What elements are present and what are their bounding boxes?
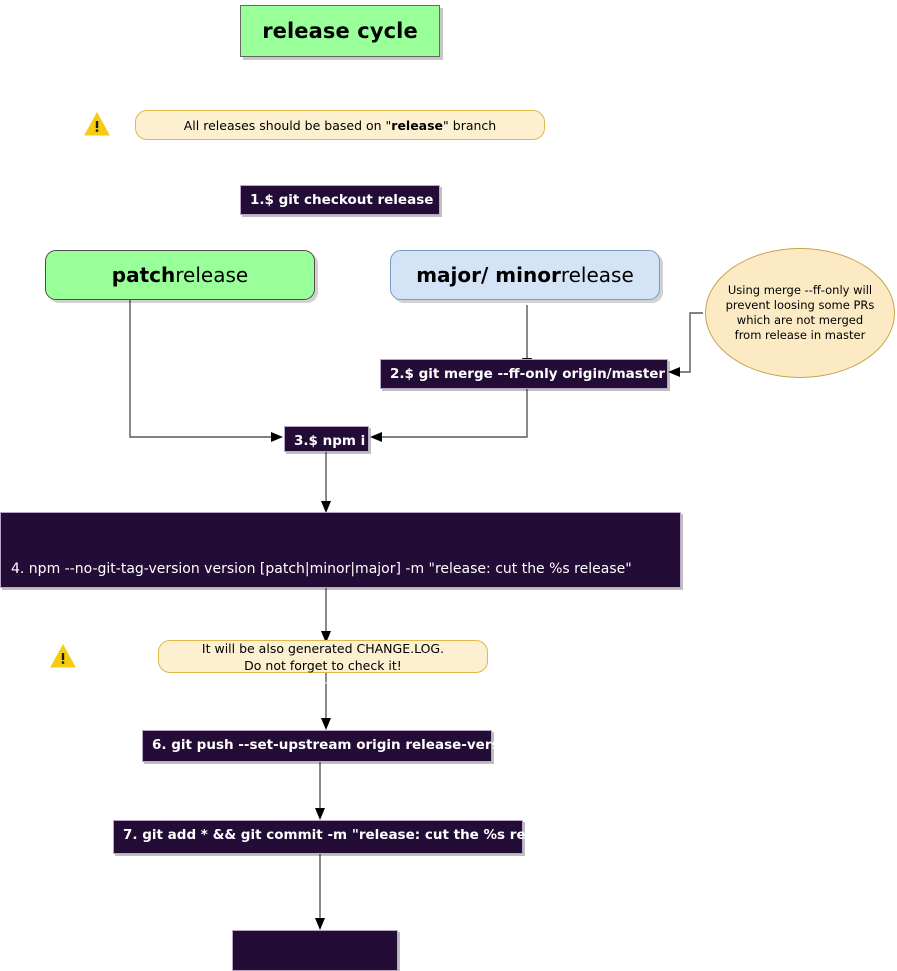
major-minor-release-branch: major/ minor release bbox=[390, 250, 660, 300]
wire-step2-to-step3 bbox=[381, 389, 528, 438]
step-2-git-merge: 2.$ git merge --ff-only origin/master bbox=[380, 359, 668, 389]
step-4-line-3: npm --no-git-tag-version version [versio… bbox=[11, 675, 699, 691]
step-3-npm-install: 3.$ npm i bbox=[284, 426, 369, 452]
step-4-npm-version: 4. npm --no-git-tag-version version [pat… bbox=[0, 512, 698, 691]
patch-release-bold: patch bbox=[111, 263, 176, 287]
arrow-step6-to-step7a bbox=[315, 808, 325, 820]
arrow-step7a-to-step7b bbox=[315, 918, 325, 930]
wire-note-to-step2 bbox=[678, 312, 703, 373]
branch-note-prefix: All releases should be based on " bbox=[183, 117, 392, 133]
step-1-checkout-release: 1.$ git checkout release bbox=[240, 185, 440, 215]
step-7-git-tag-push-tags: 7. git tag <version> git push --tags bbox=[232, 930, 398, 971]
major-release-light: release bbox=[560, 263, 634, 287]
changelog-note-line-1: It will be also generated CHANGE.LOG. bbox=[201, 640, 445, 656]
branch-requirement-note: All releases should be based on "release… bbox=[135, 110, 545, 140]
step-4-line-1: 4. npm --no-git-tag-version version [pat… bbox=[11, 561, 632, 577]
warning-triangle-icon bbox=[84, 111, 110, 140]
step-4-line-2: or bbox=[11, 618, 39, 634]
major-release-bold: major/ minor bbox=[416, 263, 561, 287]
step-6-git-push-upstream: 6. git push --set-upstream origin releas… bbox=[142, 730, 523, 762]
changelog-note: It will be also generated CHANGE.LOG. Do… bbox=[158, 640, 488, 673]
arrow-note-to-step2 bbox=[668, 367, 680, 377]
step-7-git-add-commit: 7. git add * && git commit -m "release: … bbox=[113, 820, 573, 854]
arrow-step2-to-step3 bbox=[370, 432, 382, 442]
patch-release-light: release bbox=[175, 263, 249, 287]
branch-note-suffix: " branch bbox=[443, 117, 497, 133]
arrow-patch-to-step3 bbox=[271, 432, 283, 442]
patch-release-branch: patch release bbox=[45, 250, 315, 300]
ff-only-explanation-note: Using merge --ff-only will prevent loosi… bbox=[705, 248, 895, 378]
branch-note-bold: release bbox=[391, 117, 444, 133]
wire-patch-to-step3 bbox=[129, 300, 272, 438]
diagram-title: release cycle bbox=[240, 5, 440, 57]
warning-triangle-icon bbox=[50, 643, 76, 672]
changelog-note-line-2: Do not forget to check it! bbox=[244, 657, 402, 673]
